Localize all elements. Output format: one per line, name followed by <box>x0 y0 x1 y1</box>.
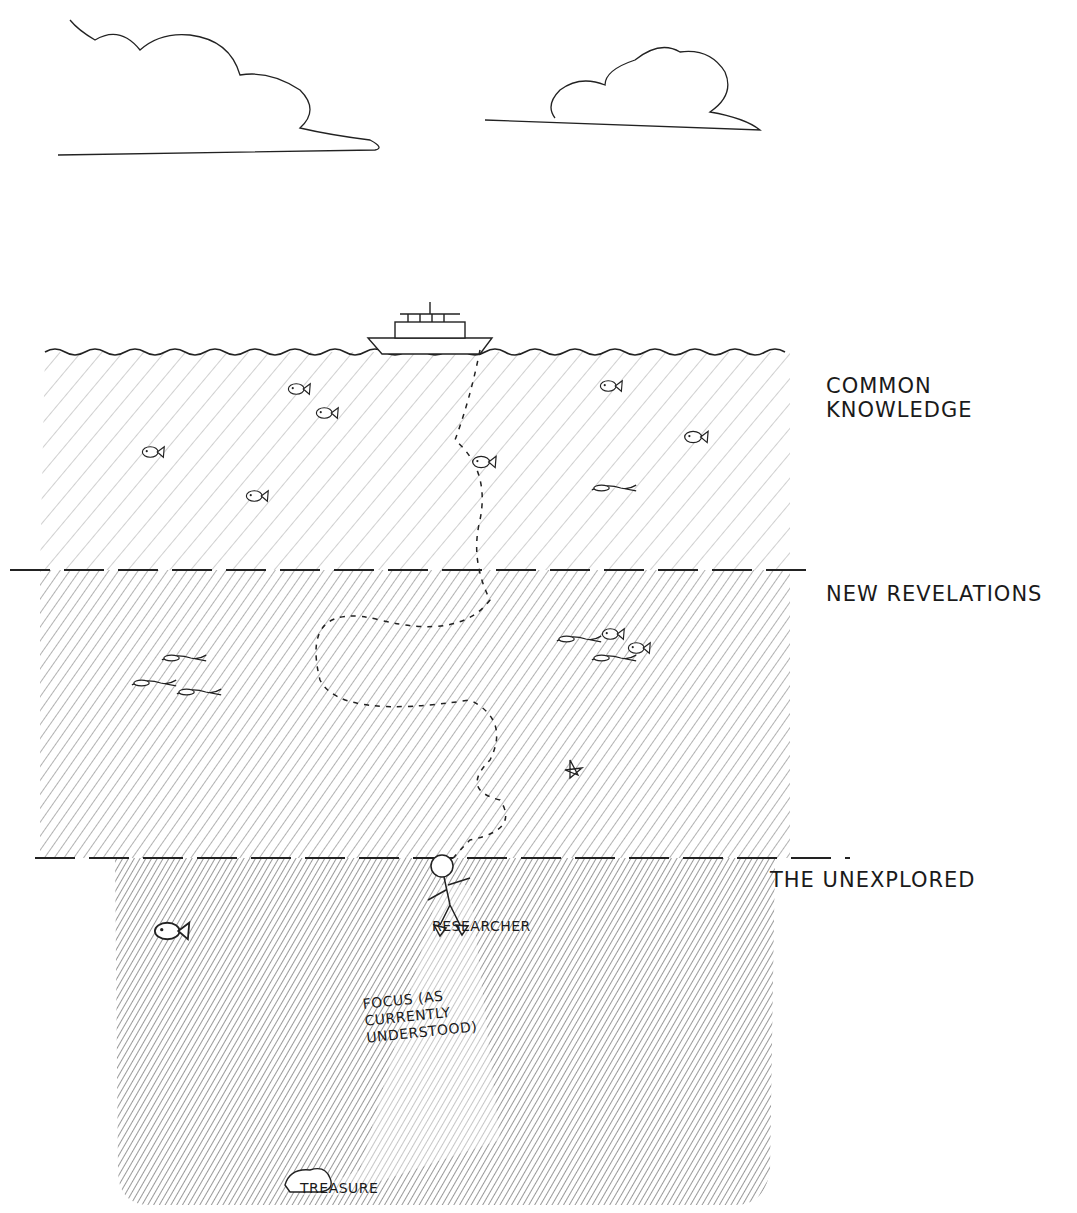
boat <box>368 302 492 354</box>
fish <box>288 384 310 395</box>
depth-band: COMMON KNOWLEDGE <box>0 352 1077 570</box>
starfish <box>565 760 582 778</box>
illustration-label: TREASURE <box>300 1180 420 1197</box>
diver-body <box>428 877 470 925</box>
middle-water <box>40 570 790 858</box>
clouds <box>58 20 760 155</box>
eel <box>132 680 176 686</box>
fish <box>473 456 496 467</box>
shallow-water <box>40 352 790 570</box>
band-label: NEW REVELATIONS <box>826 582 1056 606</box>
eel <box>177 689 221 695</box>
depth-band: THE UNEXPLORED <box>0 858 1077 1208</box>
eel <box>557 636 601 642</box>
diver-head <box>431 855 453 877</box>
dive-path <box>316 350 506 870</box>
fish <box>600 381 622 392</box>
depth-band: NEW REVELATIONS <box>0 570 1077 858</box>
fish <box>628 643 650 654</box>
depth-divider <box>10 569 810 571</box>
fish <box>316 408 338 419</box>
eel <box>592 485 636 491</box>
fish <box>142 447 164 458</box>
depth-dividers <box>10 570 850 858</box>
cloud <box>485 48 760 131</box>
eel <box>162 655 206 661</box>
band-label: COMMON KNOWLEDGE <box>826 374 1056 422</box>
water-layers <box>40 352 790 1205</box>
boat-rail <box>400 302 460 322</box>
band-label: THE UNEXPLORED <box>770 868 1060 892</box>
illustration-label: RESEARCHER <box>432 918 592 935</box>
deep-water <box>115 858 775 1205</box>
boat-hull <box>368 338 492 354</box>
fish-school <box>132 381 708 940</box>
cloud <box>58 20 379 155</box>
boat-cabin <box>395 322 465 338</box>
fish <box>685 431 708 442</box>
deep-fish <box>155 923 189 940</box>
fish <box>602 629 624 640</box>
fish <box>246 491 268 502</box>
eel <box>592 655 636 661</box>
